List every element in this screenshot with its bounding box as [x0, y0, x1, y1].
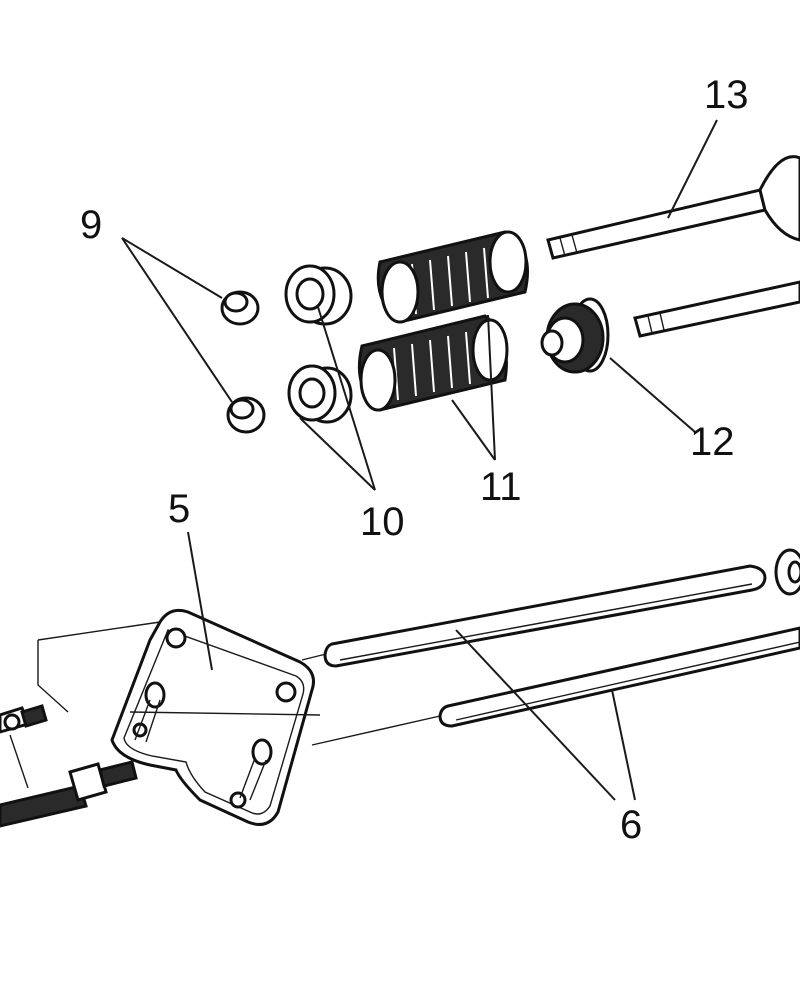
callout-10: 10: [360, 500, 405, 544]
callout-6: 6: [620, 803, 642, 847]
part-13-valve-lower: [633, 280, 800, 338]
part-6-end-cap: [774, 548, 800, 596]
leader-lines: [121, 119, 718, 801]
callout-5: 5: [168, 487, 190, 531]
callout-11: 11: [480, 465, 522, 509]
part-5-plate: [110, 608, 315, 826]
part-6-pushrod-lower: [438, 626, 800, 728]
part-10-retainer-upper: [284, 264, 353, 326]
callout-13: 13: [704, 73, 749, 117]
part-9-cap-lower: [226, 396, 266, 434]
part-10-retainer-lower: [287, 364, 353, 424]
bolt-lower: [0, 760, 138, 828]
bolt-upper: [0, 704, 48, 734]
part-6-pushrod-upper: [323, 564, 767, 668]
callout-12: 12: [690, 420, 735, 464]
part-9-cap-upper: [220, 290, 260, 326]
callout-9: 9: [80, 203, 102, 247]
part-12-stem-seal: [540, 297, 610, 374]
part-13-valve-upper: [546, 155, 800, 260]
part-11-spring-upper: [376, 230, 529, 324]
part-11-spring-lower: [357, 314, 509, 412]
